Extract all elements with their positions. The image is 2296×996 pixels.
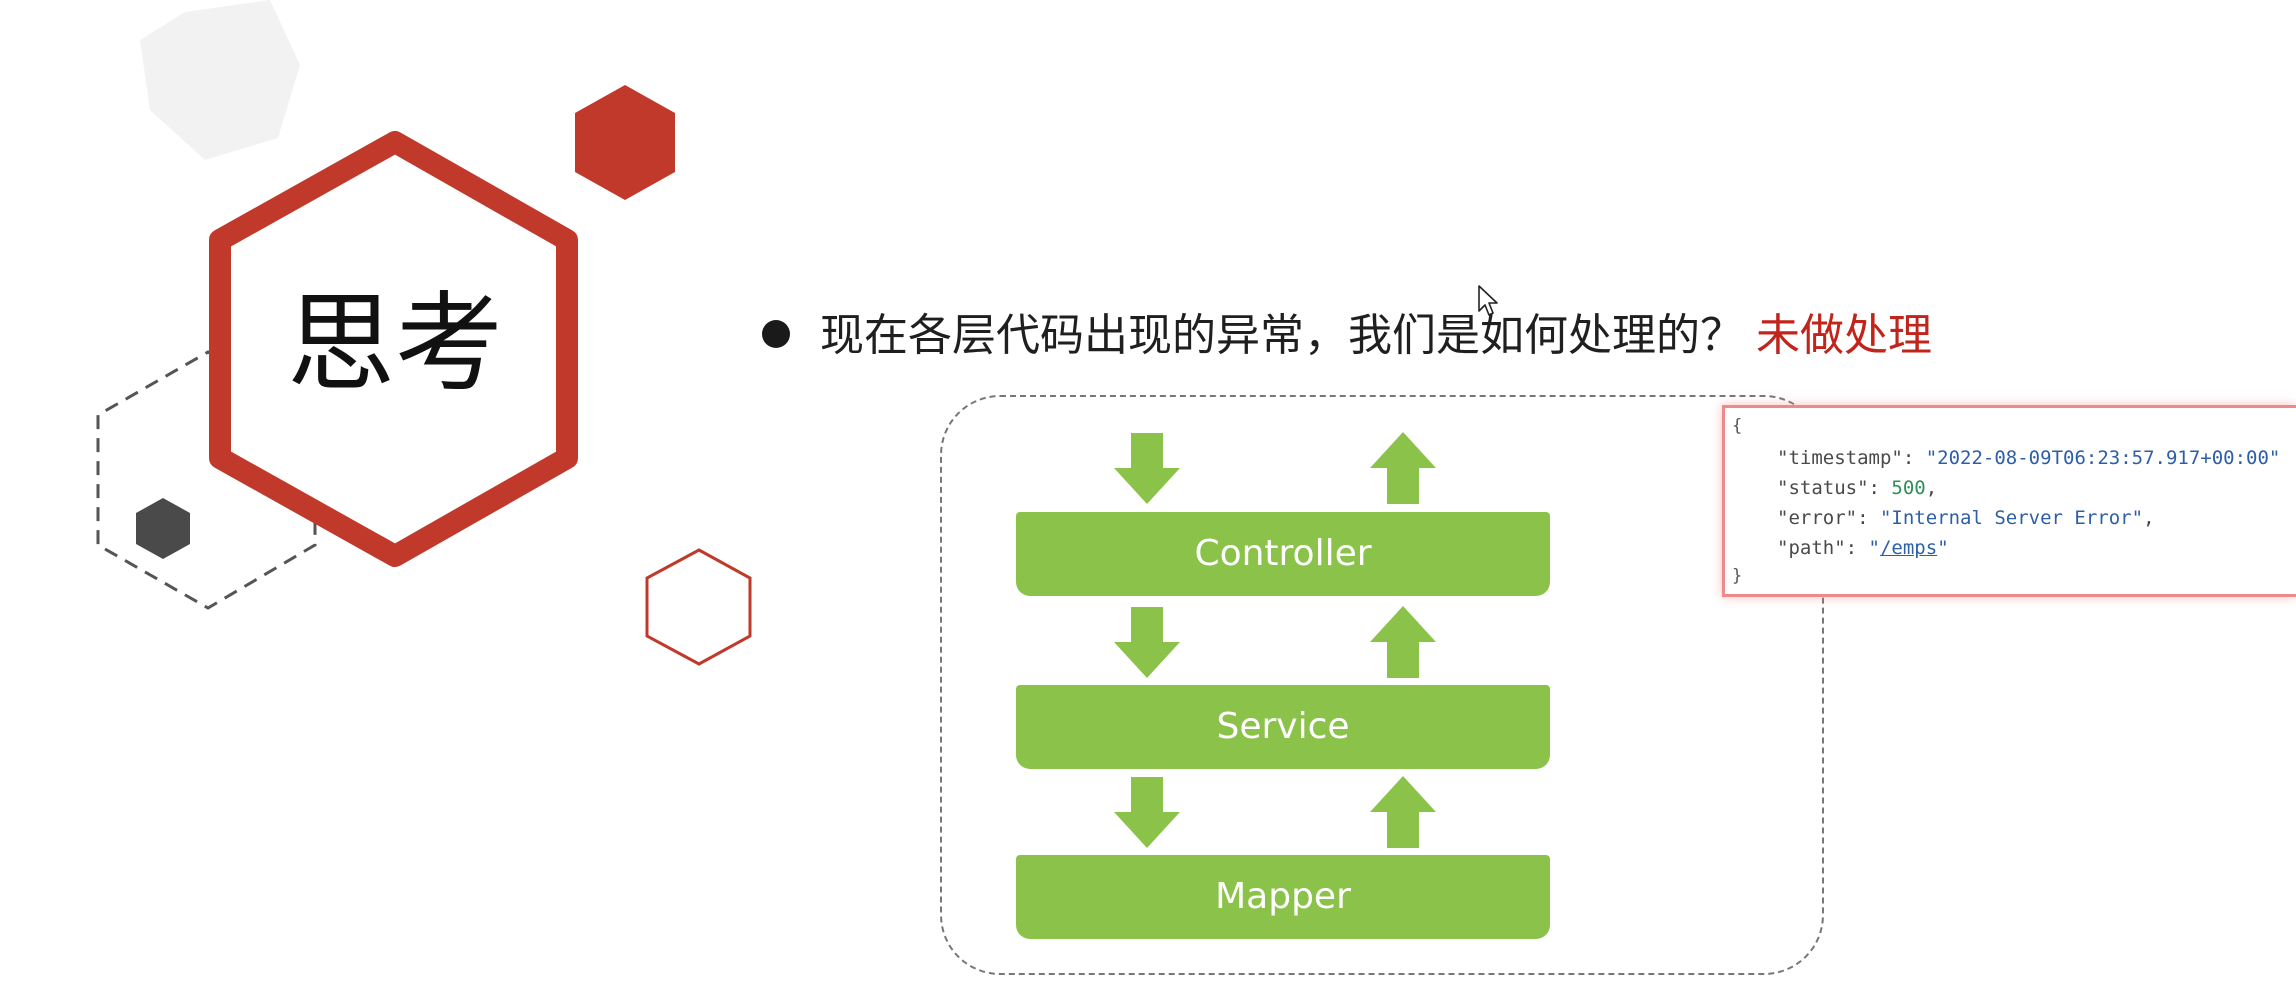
up-arrow-icon	[1370, 776, 1436, 848]
down-arrow-icon	[1114, 433, 1180, 504]
mapper-layer: Mapper	[1016, 855, 1550, 939]
controller-layer: Controller	[1016, 512, 1550, 596]
solid-red-hexagon	[575, 85, 675, 200]
service-layer: Service	[1016, 685, 1550, 769]
bullet-dot	[762, 320, 790, 348]
faint-hexagon	[140, 0, 300, 160]
json-line-timestamp: "timestamp": "2022-08-09T06:23:57.917+00…	[1777, 447, 2281, 469]
path-link[interactable]: /emps	[1879, 537, 1938, 559]
layers-dashed-container	[940, 395, 1824, 975]
json-line-status: "status": 500,	[1777, 477, 1938, 499]
answer-text: 未做处理	[1756, 310, 1932, 361]
dark-gray-hexagon	[136, 498, 190, 559]
json-close-brace: }	[1732, 566, 1743, 586]
main-red-hexagon	[209, 131, 578, 567]
json-line-path: "path": "/emps"	[1777, 537, 1949, 559]
up-arrow-icon	[1370, 606, 1436, 678]
red-outline-hexagon	[645, 548, 752, 666]
json-line-error: "error": "Internal Server Error",	[1777, 507, 2155, 529]
down-arrow-icon	[1114, 777, 1180, 848]
cursor-arrow-icon	[1478, 285, 1498, 316]
json-response-panel: { "timestamp": "2022-08-09T06:23:57.917+…	[1722, 405, 2296, 597]
json-open-brace: {	[1732, 416, 1743, 436]
question-line: 现在各层代码出现的异常，我们是如何处理的？未做处理	[820, 308, 1932, 364]
down-arrow-icon	[1114, 607, 1180, 678]
up-arrow-icon	[1370, 432, 1436, 504]
question-text: 现在各层代码出现的异常，我们是如何处理的？	[820, 310, 1744, 361]
slide-title: 思考	[286, 282, 503, 407]
